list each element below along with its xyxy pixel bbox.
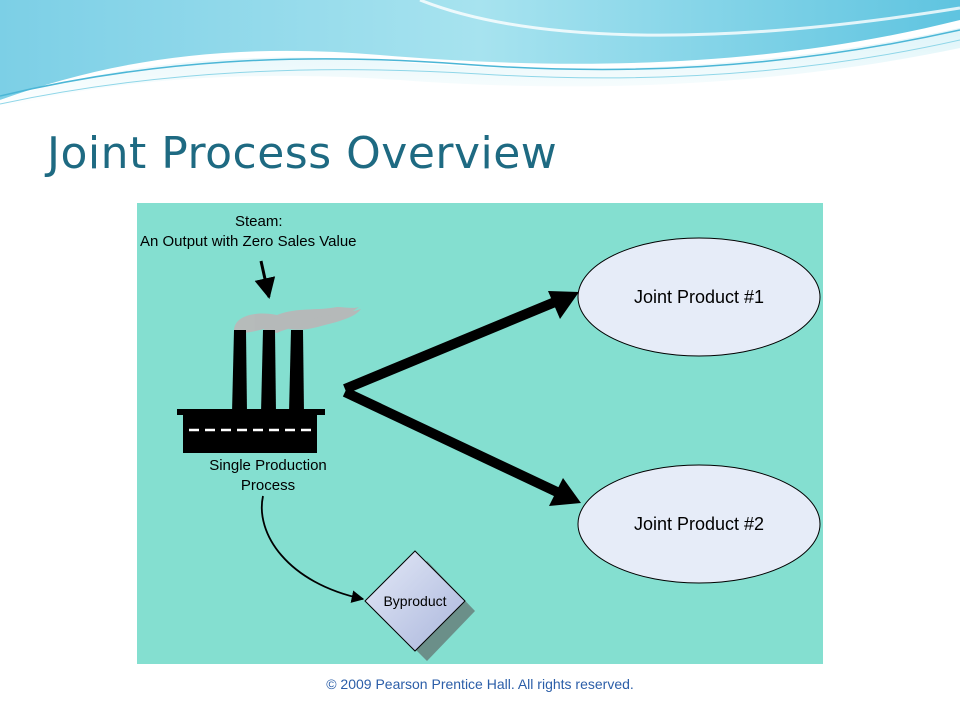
process-label-line1: Single Production: [209, 457, 327, 474]
factory-icon: [177, 307, 361, 453]
steam-arrow: [254, 260, 276, 300]
copyright-footer: © 2009 Pearson Prentice Hall. All rights…: [326, 676, 634, 692]
steam-icon: [234, 307, 361, 333]
joint-process-diagram: Steam: An Output with Zero Sales Value S…: [137, 203, 823, 664]
steam-label-line1: Steam:: [235, 213, 283, 230]
joint-product-1-label: Joint Product #1: [634, 287, 764, 307]
byproduct: Byproduct: [364, 550, 475, 661]
arrow-to-byproduct: [260, 495, 365, 603]
header-wave-decoration: [0, 0, 960, 108]
joint-product-1: Joint Product #1: [577, 237, 821, 357]
joint-product-2-label: Joint Product #2: [634, 514, 764, 534]
process-label-line2: Process: [241, 477, 295, 494]
arrow-to-joint-product-2: [342, 387, 581, 506]
joint-product-2: Joint Product #2: [577, 464, 821, 584]
steam-label-line2: An Output with Zero Sales Value: [140, 233, 357, 250]
byproduct-label: Byproduct: [383, 593, 446, 609]
arrow-to-joint-product-1: [343, 291, 579, 394]
slide-title: Joint Process Overview: [47, 128, 558, 179]
